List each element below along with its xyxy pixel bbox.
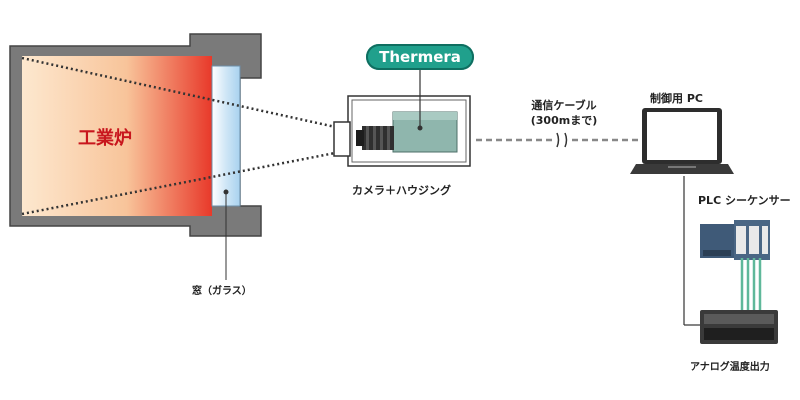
brand-dot bbox=[417, 125, 423, 131]
plc-cables bbox=[740, 258, 762, 310]
brand-badge: Thermera bbox=[366, 44, 474, 70]
window-dot bbox=[223, 189, 229, 195]
laptop bbox=[630, 108, 734, 174]
analog-label: アナログ温度出力 bbox=[690, 362, 770, 373]
analog-module bbox=[700, 310, 778, 344]
window-glass bbox=[211, 65, 241, 207]
furnace bbox=[9, 33, 262, 237]
window-label: 窓（ガラス） bbox=[192, 286, 252, 297]
camera-housing-label: カメラ＋ハウジング bbox=[352, 184, 451, 197]
cable-label: 通信ケーブル (300mまで) bbox=[524, 98, 604, 128]
cable-label-line1: 通信ケーブル bbox=[531, 99, 597, 112]
plc-label: PLC シーケンサー bbox=[698, 194, 791, 207]
furnace-label: 工業炉 bbox=[78, 128, 132, 149]
plc-unit bbox=[700, 220, 770, 260]
communication-cable bbox=[476, 132, 640, 148]
furnace-interior bbox=[22, 56, 212, 216]
field-of-view bbox=[21, 56, 341, 216]
pc-label: 制御用 PC bbox=[650, 92, 703, 105]
camera bbox=[356, 111, 458, 153]
cable-label-line2: (300mまで) bbox=[530, 114, 598, 127]
